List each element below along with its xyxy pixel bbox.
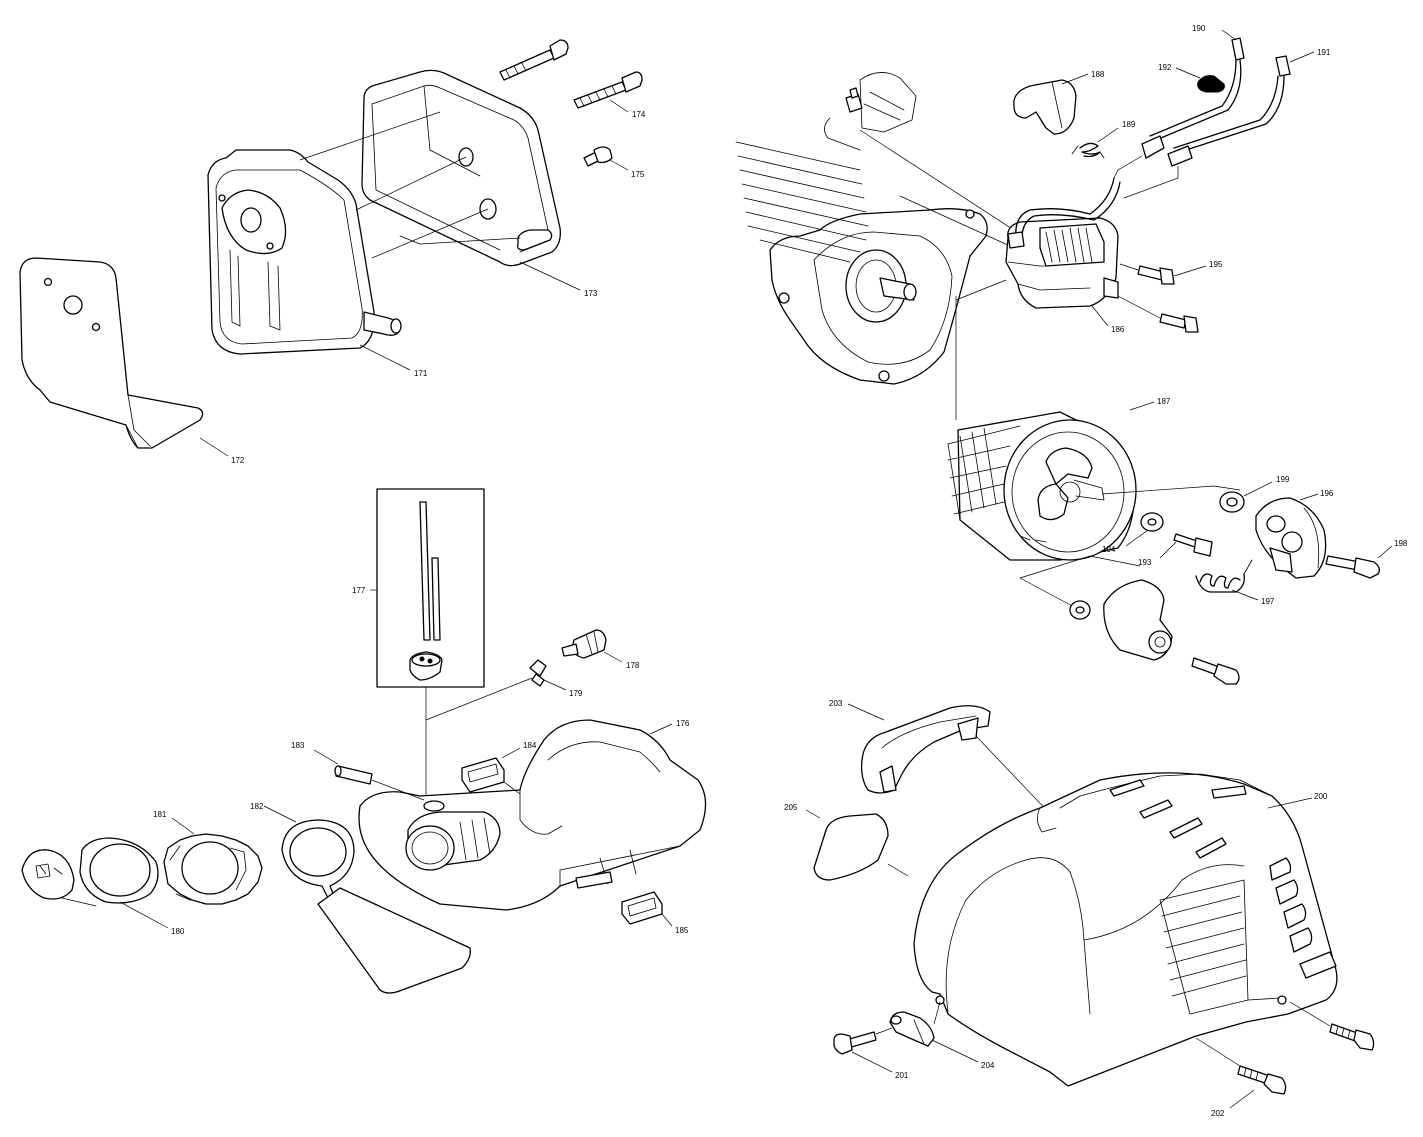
label-191: 191 [1317, 48, 1331, 57]
spark-plug-cap-188 [1013, 79, 1077, 135]
label-198: 198 [1394, 539, 1408, 548]
label-172: 172 [231, 456, 245, 465]
washer-lower [1069, 600, 1091, 620]
screw-lower [1191, 657, 1240, 685]
screw-202 [1237, 1065, 1287, 1095]
side-screw [1329, 1023, 1375, 1051]
coil-screw [1159, 313, 1199, 333]
label-203: 203 [829, 699, 843, 708]
fuel-tank-assembly: 177 178 179 [21, 488, 707, 994]
label-184: 184 [523, 741, 537, 750]
label-177: 177 [352, 586, 366, 595]
fuel-tank [358, 719, 707, 911]
spring-197 [1195, 559, 1253, 593]
washer-199 [1219, 491, 1245, 513]
clutch-shoe-lower [1103, 579, 1173, 661]
screw-198 [1325, 555, 1380, 579]
label-192: 192 [1158, 63, 1172, 72]
label-186: 186 [1111, 325, 1125, 334]
wire-190 [1141, 37, 1245, 159]
label-193: 193 [1138, 558, 1152, 567]
upper-bolt [499, 39, 569, 81]
clutch-shoe-196 [1255, 497, 1327, 579]
label-194: 194 [1102, 545, 1116, 554]
bolt-193 [1173, 533, 1213, 557]
label-190: 190 [1192, 24, 1206, 33]
ignition-coil-186 [1005, 177, 1121, 309]
label-187: 187 [1157, 397, 1171, 406]
heat-shield-plate [19, 257, 204, 449]
label-202: 202 [1211, 1109, 1225, 1118]
label-196: 196 [1320, 489, 1334, 498]
screw-201 [833, 1031, 877, 1055]
decal-205 [813, 813, 889, 881]
label-204: 204 [981, 1061, 995, 1070]
label-176: 176 [676, 719, 690, 728]
label-199: 199 [1276, 475, 1290, 484]
screw-195 [1137, 265, 1175, 285]
clip-204 [889, 1011, 935, 1047]
label-179: 179 [569, 689, 583, 698]
label-188: 188 [1091, 70, 1105, 79]
label-175: 175 [631, 170, 645, 179]
grommet-183 [334, 765, 373, 785]
label-178: 178 [626, 661, 640, 670]
spring-189 [1071, 142, 1105, 159]
cap-strap-180 [21, 837, 159, 907]
muffler-assembly: 172 171 173 [19, 39, 646, 465]
screw-175 [583, 146, 613, 167]
pad-184 [461, 757, 505, 793]
label-174: 174 [632, 110, 646, 119]
muffler-body [207, 149, 402, 355]
flywheel-187 [947, 411, 1137, 561]
label-181: 181 [153, 810, 167, 819]
label-180: 180 [171, 927, 185, 936]
engine-crankcase [735, 72, 988, 385]
label-189: 189 [1122, 120, 1136, 129]
bolt-174 [573, 71, 643, 109]
label-197: 197 [1261, 597, 1275, 606]
label-183: 183 [291, 741, 305, 750]
gasket-182 [281, 819, 471, 994]
label-173: 173 [584, 289, 598, 298]
washer-194 [1140, 512, 1164, 532]
clip-179 [529, 659, 547, 687]
label-200: 200 [1314, 792, 1328, 801]
engine-ignition-assembly: 186 195 188 189 [735, 24, 1408, 685]
label-185: 185 [675, 926, 689, 935]
fuel-cap-181 [163, 833, 263, 905]
label-205: 205 [784, 803, 798, 812]
grommet-192 [1197, 75, 1225, 93]
wire-191 [1167, 55, 1291, 167]
label-182: 182 [250, 802, 264, 811]
main-cover-200 [913, 772, 1338, 1087]
label-195: 195 [1209, 260, 1223, 269]
muffler-cover [361, 69, 561, 267]
cover-piece-203 [860, 705, 991, 794]
engine-cover-assembly: 203 205 [784, 699, 1375, 1118]
label-171: 171 [414, 369, 428, 378]
fuel-hose-inset [376, 488, 485, 688]
pad-185 [621, 891, 663, 925]
label-201: 201 [895, 1071, 909, 1080]
fuel-filter-178 [561, 629, 607, 659]
